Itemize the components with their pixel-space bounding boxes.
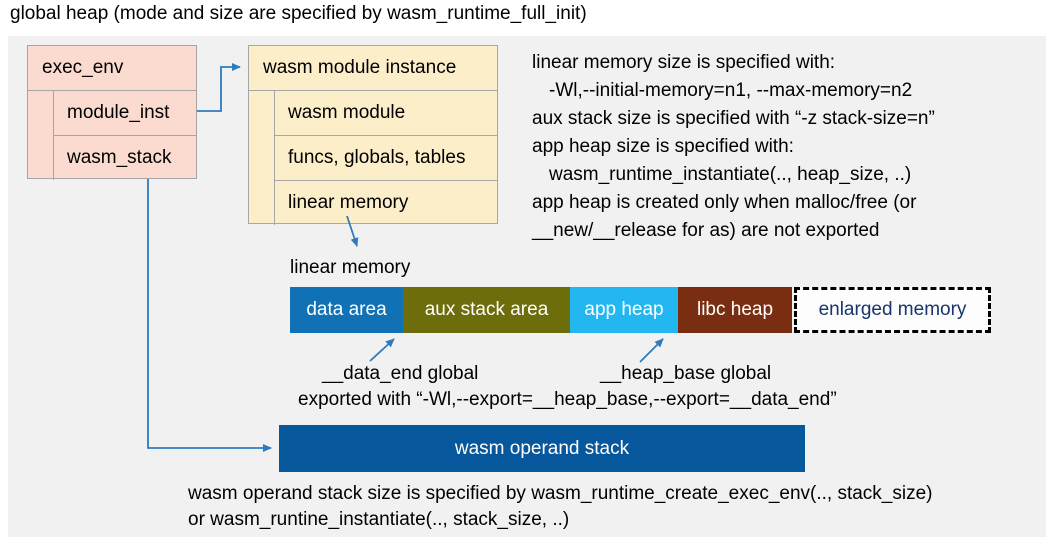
linear-memory-notes: linear memory size is specified with: -W… — [532, 49, 935, 245]
exec-env-header: exec_env — [28, 46, 196, 91]
instance-row-linear-memory: linear memory — [288, 192, 409, 213]
note-line: wasm_runtime_instantiate(.., heap_size, … — [549, 164, 912, 185]
note-line: wasm operand stack size is specified by … — [188, 483, 933, 504]
wasm-module-instance-box: wasm module instance wasm module funcs, … — [248, 45, 498, 225]
data-end-global-label: __data_end global — [322, 363, 479, 384]
note-line: __new/__release for as) are not exported — [532, 220, 880, 241]
segment-app-heap: app heap — [570, 287, 678, 333]
linear-memory-bar: data area aux stack area app heap libc h… — [290, 287, 991, 333]
wasm-module-instance-body: wasm module funcs, globals, tables linea… — [274, 91, 497, 225]
instance-row-funcs-globals-tables: funcs, globals, tables — [275, 136, 497, 181]
note-line: -Wl,--initial-memory=n1, --max-memory=n2 — [549, 80, 913, 101]
operand-stack-notes: wasm operand stack size is specified by … — [188, 481, 933, 533]
note-line: app heap is created only when malloc/fre… — [532, 192, 917, 213]
exec-env-box: exec_env module_inst wasm_stack — [27, 45, 197, 180]
segment-data-area: data area — [290, 287, 403, 333]
instance-row-wasm-module: wasm module — [275, 91, 497, 136]
segment-aux-stack-area: aux stack area — [403, 287, 570, 333]
exec-env-body: module_inst wasm_stack — [53, 91, 196, 180]
note-line: aux stack size is specified with “-z sta… — [532, 108, 935, 129]
segment-libc-heap: libc heap — [678, 287, 792, 333]
note-line: or wasm_runtine_instantiate(.., stack_si… — [188, 509, 570, 530]
linear-memory-label: linear memory — [290, 257, 411, 278]
note-line: app heap size is specified with: — [532, 136, 794, 157]
export-flags-label: exported with “-Wl,--export=__heap_base,… — [298, 389, 837, 410]
note-line: linear memory size is specified with: — [532, 52, 836, 73]
segment-enlarged-memory: enlarged memory — [794, 287, 991, 333]
heap-base-global-label: __heap_base global — [600, 363, 772, 384]
exec-env-row-wasm-stack: wasm_stack — [67, 147, 172, 168]
wasm-module-instance-header: wasm module instance — [249, 46, 497, 91]
diagram-title: global heap (mode and size are specified… — [10, 3, 587, 24]
exec-env-row-module-inst: module_inst — [54, 91, 196, 136]
wasm-operand-stack-bar: wasm operand stack — [279, 425, 805, 472]
